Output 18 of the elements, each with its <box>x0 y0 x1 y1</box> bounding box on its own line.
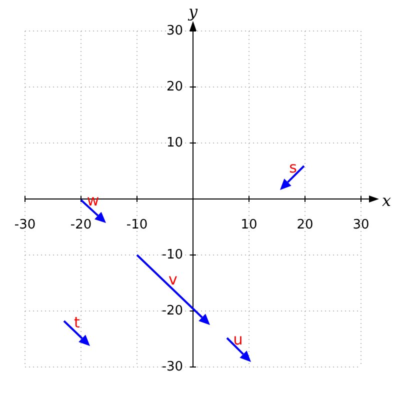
vector-label: u <box>233 332 243 348</box>
axis-label: x <box>382 193 392 209</box>
axis-label: y <box>188 4 198 20</box>
tick-label: -10 <box>126 218 148 232</box>
tick-label: 20 <box>166 80 183 94</box>
tick-label: 20 <box>296 218 314 232</box>
vector-label: t <box>74 316 80 330</box>
tick-label: -20 <box>162 304 183 318</box>
tick-label: 10 <box>240 218 258 232</box>
tick-label: -10 <box>162 248 183 262</box>
tick-label: 10 <box>166 136 183 150</box>
tick-label: 30 <box>352 218 370 232</box>
vector-label: v <box>168 272 178 288</box>
tick-label: 30 <box>166 24 183 38</box>
tick-label: -30 <box>162 360 183 374</box>
tick-label: -30 <box>14 218 36 232</box>
tick-label: -20 <box>70 218 92 232</box>
vector-label: s <box>289 160 297 176</box>
